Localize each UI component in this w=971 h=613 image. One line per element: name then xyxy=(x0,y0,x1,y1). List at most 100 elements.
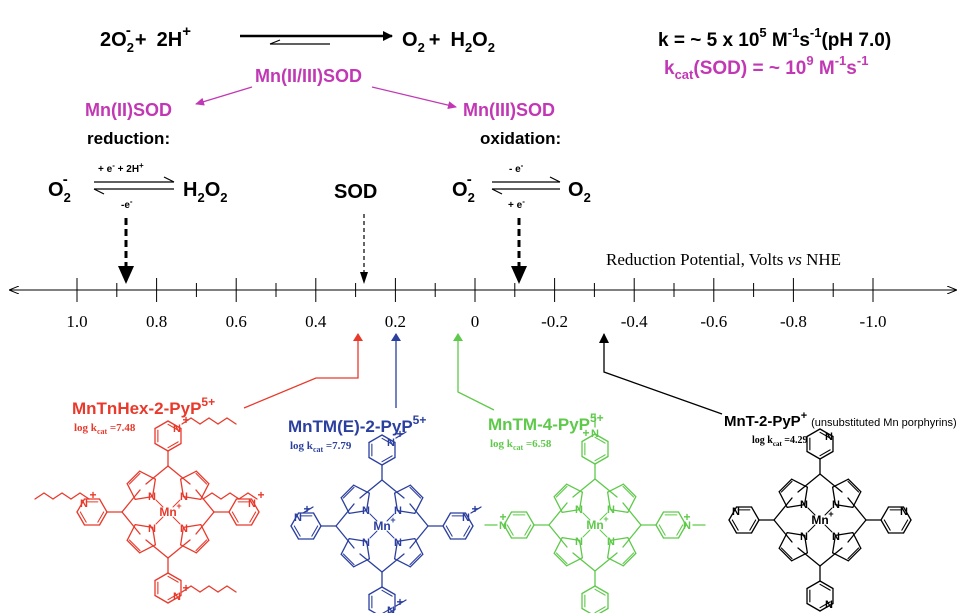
axis-ticks: 1.0 0.8 0.6 0.4 0.2 0 -0.2 -0.4 -0.6 -0.8 -1.0 xyxy=(66,278,886,331)
pointer-red xyxy=(243,333,363,409)
charge-label: + xyxy=(182,413,189,427)
nitrogen-label: N xyxy=(362,537,370,549)
axis-tick-label: -1.0 xyxy=(860,312,887,331)
charge-label: + xyxy=(683,510,690,524)
compound-blue-logk: log kcat =7.79 xyxy=(290,440,352,454)
arrow-to-mn2 xyxy=(195,86,253,106)
pointer-black xyxy=(599,333,723,415)
pointer-green xyxy=(453,333,495,411)
nitrogen-label: N xyxy=(394,537,402,549)
ox-reactant: O2- xyxy=(452,171,475,205)
nitrogen-label: N xyxy=(825,431,833,443)
axis-tick-label: -0.2 xyxy=(541,312,568,331)
ox-top-label: - e- xyxy=(509,161,524,175)
nitrogen-label: N xyxy=(832,531,840,543)
axis-tick-label: -0.8 xyxy=(780,312,807,331)
nitrogen-label: N xyxy=(591,428,599,440)
charge-label: + xyxy=(396,595,403,609)
nitrogen-label: N xyxy=(248,498,256,510)
nitrogen-label: N xyxy=(499,520,507,532)
nitrogen-label: N xyxy=(387,605,395,613)
compound-green-logk: log kcat =6.58 xyxy=(490,438,552,452)
axis-tick-label: 0.2 xyxy=(385,312,406,331)
red-reactant: O2- xyxy=(48,171,71,205)
manganese-charge: + xyxy=(828,509,833,519)
nitrogen-label: N xyxy=(173,423,181,435)
axis-tick-label: 0.8 xyxy=(146,312,167,331)
manganese-label: Mn xyxy=(159,505,176,519)
compound-red-name: MnTnHex-2-PyP5+ xyxy=(72,395,215,418)
nitrogen-label: N xyxy=(683,520,691,532)
axis-tick-label: -0.6 xyxy=(700,312,727,331)
nitrogen-label: N xyxy=(148,491,156,503)
charge-label: + xyxy=(499,510,506,524)
enzyme-left-label: Mn(II)SOD xyxy=(85,100,172,120)
oxidation-label: oxidation: xyxy=(480,129,561,148)
axis-tick-label: 1.0 xyxy=(66,312,87,331)
charge-label: + xyxy=(582,610,589,613)
nitrogen-label: N xyxy=(607,504,615,516)
nitrogen-label: N xyxy=(180,491,188,503)
nitrogen-label: N xyxy=(80,498,88,510)
reaction-lhs: 2O2-+2H+ xyxy=(100,22,191,55)
enzyme-center-label: Mn(II/III)SOD xyxy=(255,66,362,86)
nitrogen-label: N xyxy=(607,536,615,548)
red-top-label: + e- + 2H+ xyxy=(98,161,144,175)
manganese-charge: + xyxy=(176,501,181,511)
manganese-charge: + xyxy=(390,515,395,525)
nitrogen-label: N xyxy=(462,512,470,524)
manganese-charge: + xyxy=(603,514,608,524)
red-bottom-label: -e- xyxy=(121,197,133,211)
charge-label: + xyxy=(396,427,403,441)
axis-tick-label: 0.4 xyxy=(305,312,327,331)
nitrogen-label: N xyxy=(148,523,156,535)
axis-title: Reduction Potential, Volts vs NHE xyxy=(606,250,841,269)
charge-label: + xyxy=(89,488,96,502)
rate-constant: k = ~ 5 x 105 M-1s-1(pH 7.0) xyxy=(658,25,891,51)
nitrogen-label: N xyxy=(900,506,908,518)
charge-label: + xyxy=(182,581,189,595)
nitrogen-label: N xyxy=(387,437,395,449)
manganese-label: Mn xyxy=(373,519,390,533)
axis-tick-label: 0.6 xyxy=(226,312,247,331)
axis-tick-label: -0.4 xyxy=(621,312,648,331)
enzyme-right-label: Mn(III)SOD xyxy=(463,100,555,120)
compound-green-name: MnTM-4-PyP5+ xyxy=(488,411,604,434)
compound-black-name: MnT-2-PyP+(unsubstituted Mn porphyrins) xyxy=(724,410,957,430)
charge-label: + xyxy=(471,502,478,516)
nitrogen-label: N xyxy=(180,523,188,535)
nitrogen-label: N xyxy=(732,506,740,518)
nitrogen-label: N xyxy=(294,512,302,524)
nitrogen-label: N xyxy=(173,591,181,603)
nitrogen-label: N xyxy=(800,499,808,511)
compound-blue-name: MnTM(E)-2-PyP5+ xyxy=(288,413,426,436)
nitrogen-label: N xyxy=(800,531,808,543)
red-product: H2O2 xyxy=(183,179,227,205)
nitrogen-label: N xyxy=(575,536,583,548)
manganese-label: Mn xyxy=(811,513,828,527)
nitrogen-label: N xyxy=(394,505,402,517)
charge-label: + xyxy=(582,426,589,440)
kcat-sod: kcat(SOD) = ~ 109 M-1s-1 xyxy=(664,53,868,82)
manganese-label: Mn xyxy=(586,518,603,532)
compound-black-logk: log kcat =4.29 xyxy=(752,435,808,448)
ox-product: O2 xyxy=(568,179,591,205)
nitrogen-label: N xyxy=(832,499,840,511)
compound-red-logk: log kcat =7.48 xyxy=(74,422,136,436)
ox-bottom-label: + e- xyxy=(508,197,525,211)
nitrogen-label: N xyxy=(362,505,370,517)
charge-label: + xyxy=(257,488,264,502)
nitrogen-label: N xyxy=(825,599,833,611)
arrow-to-mn3 xyxy=(371,86,457,110)
sod-label: SOD xyxy=(334,181,377,203)
reaction-rhs: O2+H2O2 xyxy=(402,29,495,55)
axis-tick-label: 0 xyxy=(471,312,480,331)
reduction-label: reduction: xyxy=(87,129,170,148)
